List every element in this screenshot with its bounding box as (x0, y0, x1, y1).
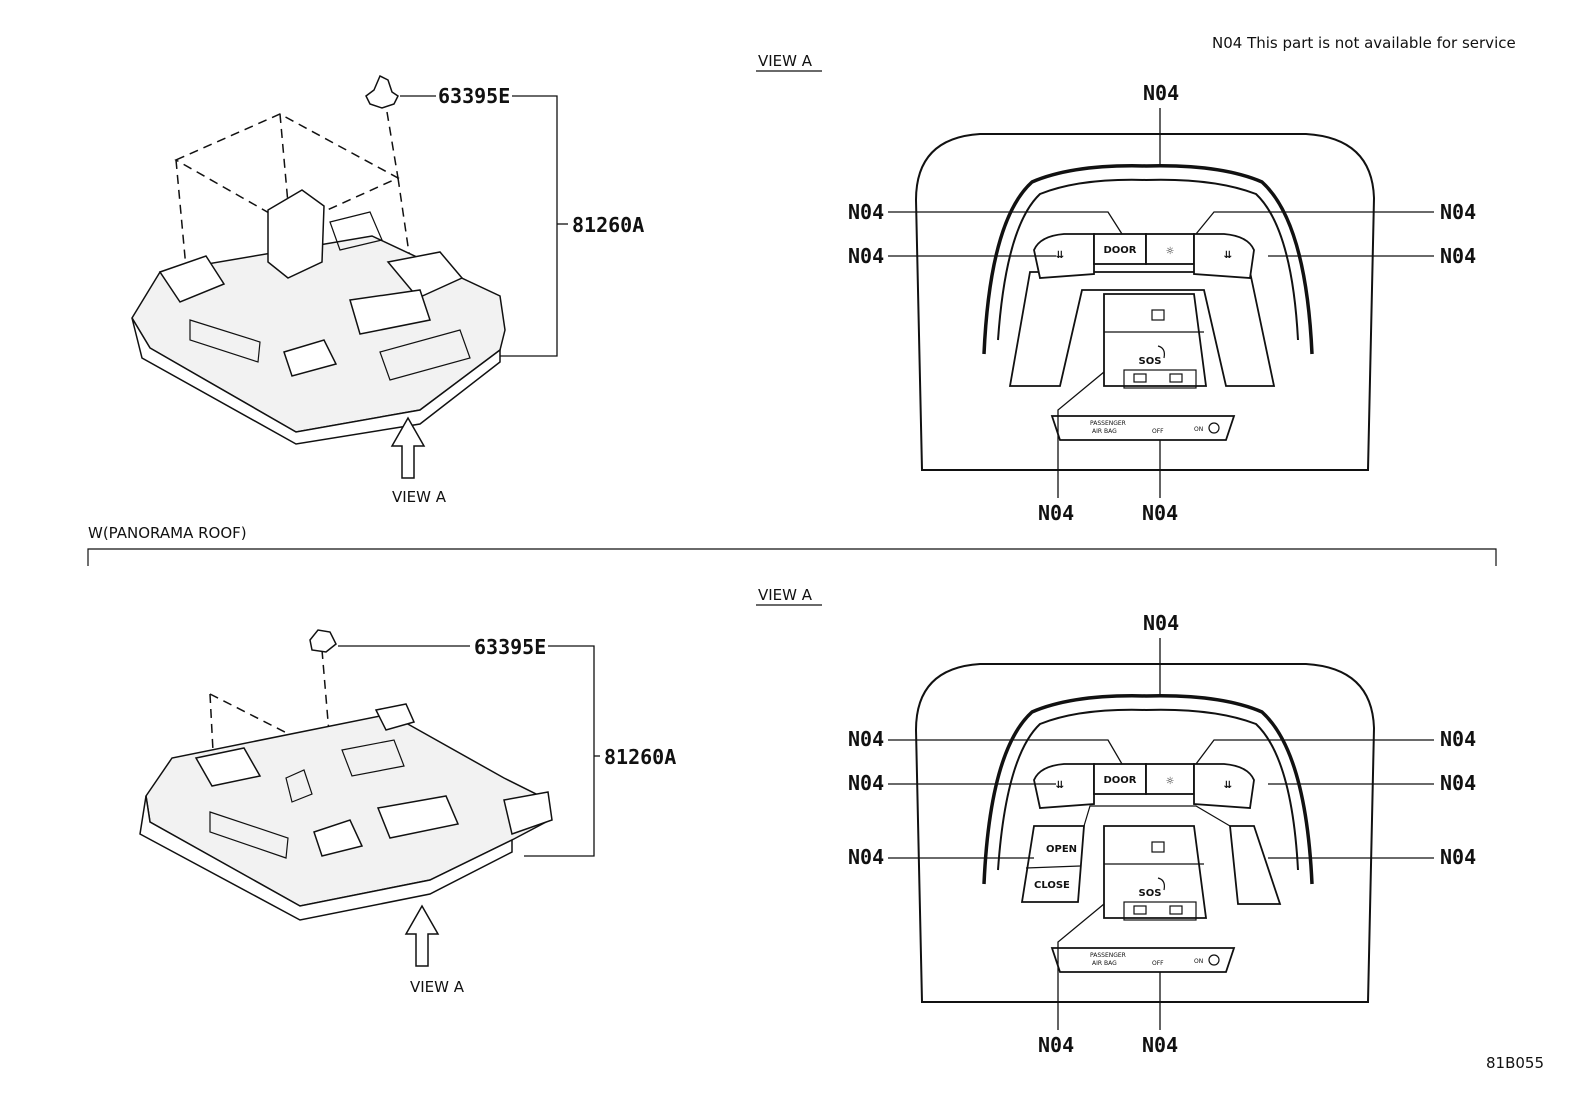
lower-assembly-label: 81260A (604, 745, 676, 769)
service-note: N04 This part is not available for servi… (1212, 34, 1516, 52)
lower-callouts: N04 N04 N04 N04 N04 N04 N04 N04 N04 (848, 611, 1476, 1057)
lower-callout-top: N04 (1143, 611, 1179, 635)
section-label: W(PANORAMA ROOF) (88, 524, 247, 542)
lower-callout-bottom-1: N04 (1038, 1033, 1074, 1057)
upper-right-map-lamp-icon: ⇊ (1224, 250, 1232, 261)
upper-callouts: N04 N04 N04 N04 N04 N04 N04 (848, 81, 1476, 525)
upper-assembly-bracket (500, 95, 558, 357)
upper-airbag-off-icon (1208, 422, 1220, 434)
lower-camera-icon (1151, 841, 1165, 853)
lower-right-lamp-button[interactable] (1193, 763, 1255, 809)
lower-right-map-lamp-icon: ⇊ (1224, 780, 1232, 791)
lower-arrow-label: VIEW A (410, 978, 465, 996)
upper-airbag-line2: AIR BAG (1092, 428, 1117, 435)
upper-airbag-off: OFF (1152, 428, 1164, 435)
upper-callout-right-1: N04 (1440, 200, 1476, 224)
upper-callout-top: N04 (1143, 81, 1179, 105)
lower-callout-right-3: N04 (1440, 845, 1476, 869)
lower-airbag-indicator (1050, 947, 1236, 973)
lower-assembly (139, 629, 553, 967)
lower-callout-left-2: N04 (848, 771, 884, 795)
lower-dome-icon: ☼ (1166, 776, 1175, 787)
lower-airbag-off: OFF (1152, 960, 1164, 967)
upper-callout-left-1: N04 (848, 200, 884, 224)
lower-airbag-off-icon (1208, 954, 1220, 966)
upper-airbag-on: ON (1194, 426, 1203, 433)
lower-open-text: OPEN (1046, 844, 1077, 855)
lower-airbag-line1: PASSENGER (1090, 952, 1126, 959)
lower-callout-bottom-2: N04 (1142, 1033, 1178, 1057)
upper-view-title: VIEW A (758, 52, 813, 70)
lower-assembly-bracket (524, 645, 595, 857)
clip-icon (365, 74, 399, 109)
upper-sos-button[interactable]: SOS (1139, 356, 1162, 367)
upper-arrow-label: VIEW A (392, 488, 447, 506)
upper-dome-icon: ☼ (1166, 246, 1175, 257)
lower-door-text: DOOR (1103, 775, 1136, 786)
lower-callout-left-3: N04 (848, 845, 884, 869)
lower-callout-right-1: N04 (1440, 727, 1476, 751)
lower-clip-icon (309, 629, 337, 653)
section-bracket (87, 548, 1497, 566)
lower-left-map-lamp-icon: ⇊ (1056, 780, 1064, 791)
upper-right-lamp-button[interactable] (1193, 233, 1255, 279)
upper-console: DOOR ☼ ⇊ ⇊ SOS PASSENGER AIR BAG OFF ON (914, 133, 1376, 471)
upper-door-button[interactable] (1093, 233, 1147, 265)
lower-callout-right-2: N04 (1440, 771, 1476, 795)
view-arrow-icon (390, 416, 426, 479)
upper-airbag-line1: PASSENGER (1090, 420, 1126, 427)
upper-clip-label: 63395E (438, 84, 510, 108)
upper-callout-bottom-2: N04 (1142, 501, 1178, 525)
lower-view-title: VIEW A (758, 586, 813, 604)
upper-callout-left-2: N04 (848, 244, 884, 268)
lower-console: OPEN CLOSE DOOR ☼ ⇊ ⇊ SOS PASSENGER AIR … (914, 663, 1376, 1003)
upper-door-text: DOOR (1103, 245, 1136, 256)
upper-airbag-indicator (1050, 415, 1236, 441)
lower-clip-label: 63395E (474, 635, 546, 659)
upper-assembly (131, 74, 506, 479)
upper-camera-icon (1151, 309, 1165, 321)
lower-sos-button[interactable]: SOS (1139, 888, 1162, 899)
upper-left-map-lamp-icon: ⇊ (1056, 250, 1064, 261)
upper-callout-bottom-1: N04 (1038, 501, 1074, 525)
diagram-id: 81B055 (1486, 1054, 1544, 1072)
upper-callout-right-2: N04 (1440, 244, 1476, 268)
lower-airbag-on: ON (1194, 958, 1203, 965)
lower-callout-left-1: N04 (848, 727, 884, 751)
lower-close-text: CLOSE (1034, 880, 1070, 891)
upper-assembly-label: 81260A (572, 213, 644, 237)
lower-airbag-line2: AIR BAG (1092, 960, 1117, 967)
lower-view-arrow-icon (404, 904, 440, 967)
